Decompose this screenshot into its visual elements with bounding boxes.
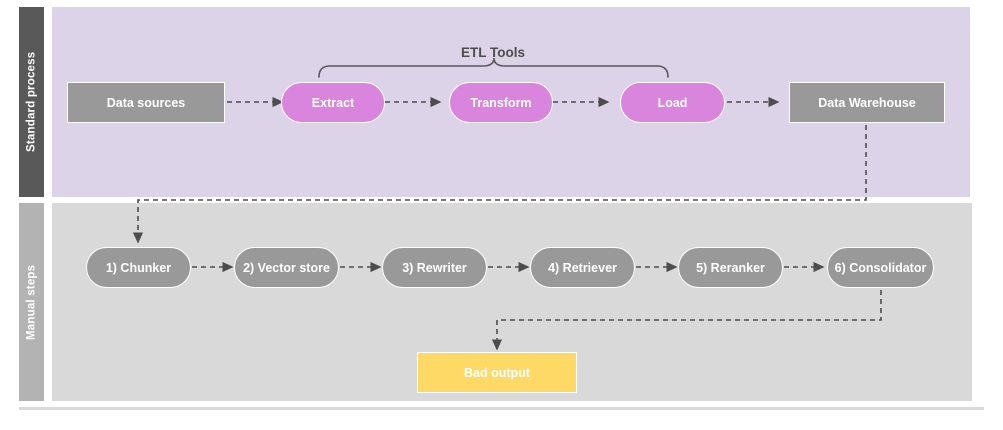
lane-label-manual-steps: Manual steps <box>19 203 44 401</box>
node-vector-store-label: 2) Vector store <box>243 260 330 275</box>
node-bad-output-label: Bad output <box>464 365 530 380</box>
node-extract[interactable]: Extract <box>281 82 385 123</box>
node-extract-label: Extract <box>311 95 355 110</box>
etl-tools-label-text: ETL Tools <box>461 45 525 60</box>
node-load[interactable]: Load <box>620 82 725 123</box>
node-data-sources[interactable]: Data sources <box>67 82 225 123</box>
etl-tools-label: ETL Tools <box>393 45 593 60</box>
lane-label-standard-process-text: Standard process <box>25 51 38 153</box>
node-consolidator-label: 6) Consolidator <box>834 260 927 275</box>
node-data-warehouse[interactable]: Data Warehouse <box>789 82 945 123</box>
node-reranker[interactable]: 5) Reranker <box>678 247 783 288</box>
node-load-label: Load <box>657 95 688 110</box>
node-data-warehouse-label: Data Warehouse <box>818 95 916 110</box>
node-bad-output[interactable]: Bad output <box>417 352 577 393</box>
lane-label-standard-process: Standard process <box>19 7 44 197</box>
node-vector-store[interactable]: 2) Vector store <box>234 247 339 288</box>
node-data-sources-label: Data sources <box>106 95 186 110</box>
node-retriever[interactable]: 4) Retriever <box>530 247 635 288</box>
node-chunker[interactable]: 1) Chunker <box>86 247 191 288</box>
node-rewriter[interactable]: 3) Rewriter <box>382 247 487 288</box>
bottom-divider <box>19 407 984 410</box>
node-reranker-label: 5) Reranker <box>696 260 765 275</box>
node-transform-label: Transform <box>470 95 532 110</box>
lane-label-manual-steps-text: Manual steps <box>25 264 38 340</box>
node-chunker-label: 1) Chunker <box>105 260 172 275</box>
node-rewriter-label: 3) Rewriter <box>402 260 467 275</box>
node-transform[interactable]: Transform <box>449 82 553 123</box>
node-retriever-label: 4) Retriever <box>548 260 617 275</box>
node-consolidator[interactable]: 6) Consolidator <box>827 247 934 288</box>
